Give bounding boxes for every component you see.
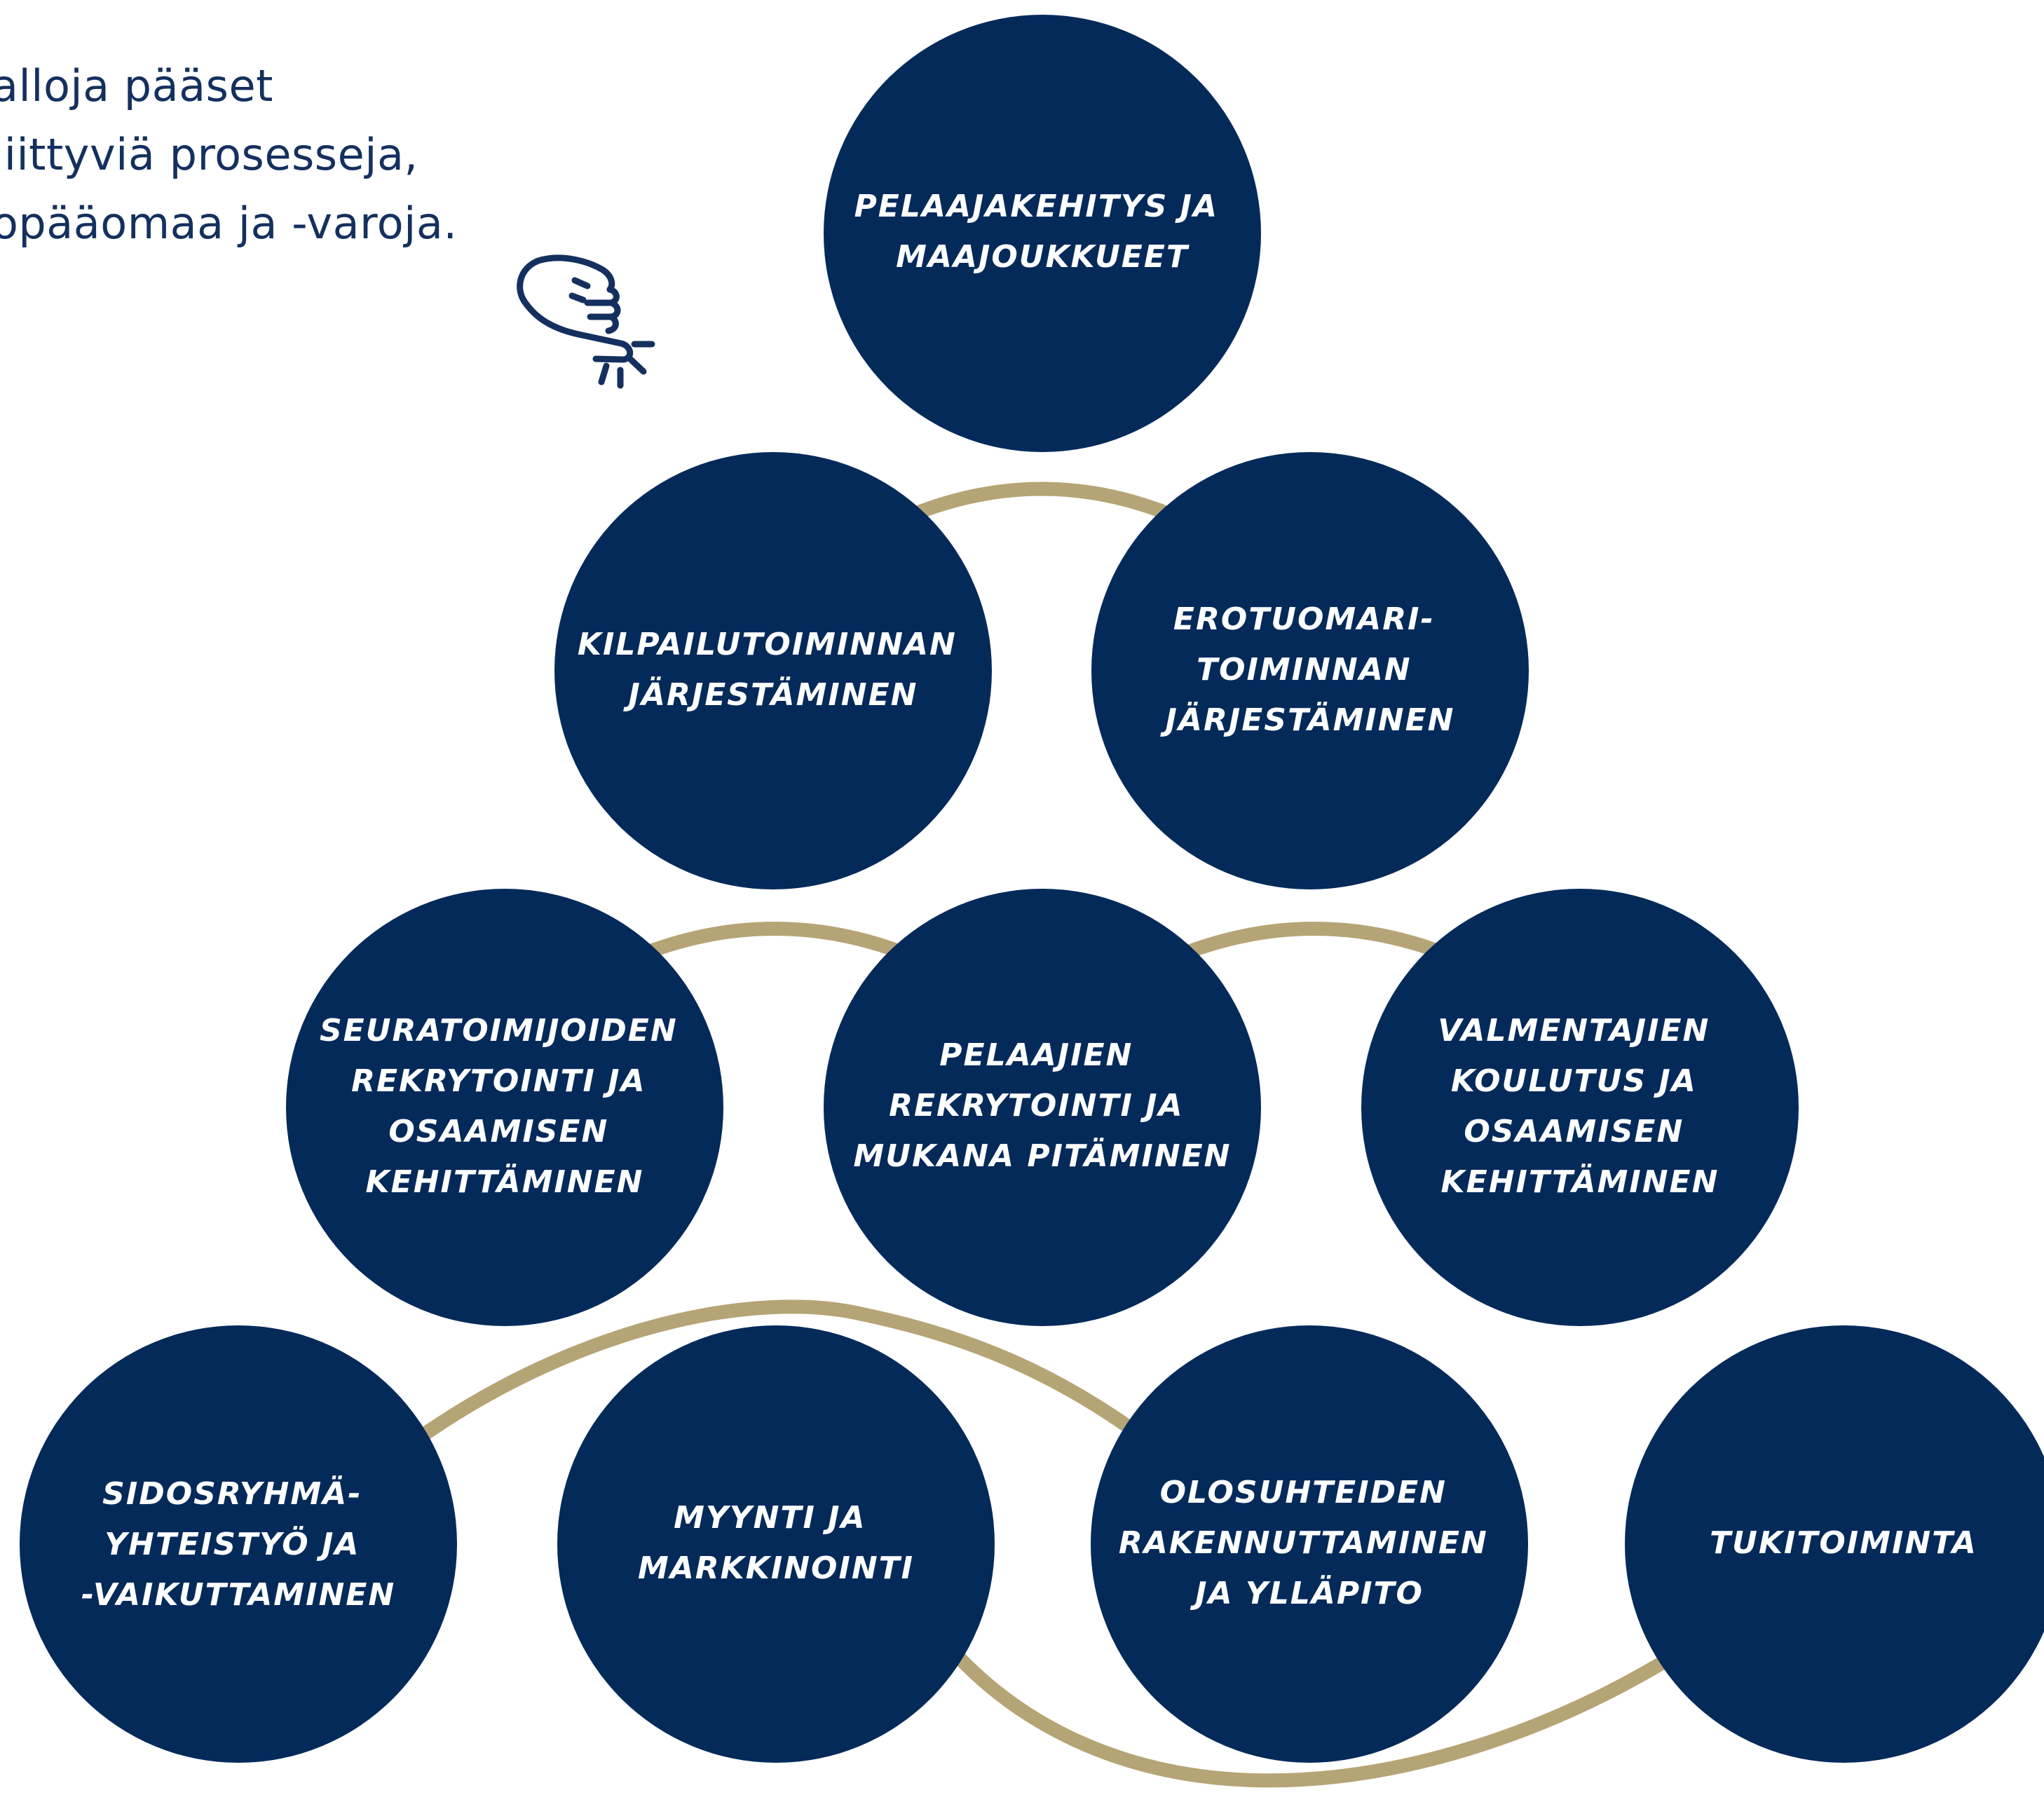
node-label-line: VALMENTAJIEN xyxy=(1438,1013,1710,1049)
node-label-line: MAAJOUKKUEET xyxy=(896,239,1190,275)
node-sidosryhma[interactable]: SIDOSRYHMÄ- YHTEISTYÖ JA -VAIKUTTAMINEN xyxy=(20,1325,457,1763)
node-circle xyxy=(1625,1325,2044,1763)
node-label-line: MUKANA PITÄMINEN xyxy=(854,1137,1232,1174)
node-label-line: OSAAMISEN xyxy=(388,1114,608,1149)
node-label-line: PELAAJAKEHITYS JA xyxy=(854,189,1219,224)
node-label-line: JÄRJESTÄMINEN xyxy=(1160,701,1455,738)
node-label-line: JÄRJESTÄMINEN xyxy=(623,676,918,713)
node-tukitoiminta[interactable]: TUKITOIMINTA xyxy=(1625,1325,2044,1763)
node-label-line: KEHITTÄMINEN xyxy=(1441,1163,1719,1200)
node-label-line: PELAAJIEN xyxy=(939,1037,1133,1073)
intro-line: alloja pääset xyxy=(0,60,273,111)
node-valmentajat[interactable]: VALMENTAJIEN KOULUTUS JA OSAAMISEN KEHIT… xyxy=(1361,889,1799,1326)
node-circle xyxy=(824,15,1261,452)
connector-myynti-tukitoiminta xyxy=(939,1637,1689,1788)
process-nodes: PELAAJAKEHITYS JA MAAJOUKKUEET KILPAILUT… xyxy=(20,15,2044,1763)
node-kilpailutoiminta[interactable]: KILPAILUTOIMINNAN JÄRJESTÄMINEN xyxy=(554,452,992,889)
node-label-line: KOULUTUS JA xyxy=(1451,1063,1697,1099)
intro-text: alloja pääset liittyviä prosesseja, opää… xyxy=(0,57,482,264)
connector-sidosryhma-olosuhteet xyxy=(414,1299,1150,1444)
node-label-line: SEURATOIMIJOIDEN xyxy=(320,1013,678,1049)
node-label: PELAAJIEN REKRYTOINTI JA MUKANA PITÄMINE… xyxy=(854,1037,1232,1174)
intro-line: opääomaa ja -varoja. xyxy=(0,198,458,249)
node-label-line: MARKKINOINTI xyxy=(638,1550,914,1586)
node-label: TUKITOIMINTA xyxy=(1710,1525,1977,1561)
node-label: KILPAILUTOIMINNAN JÄRJESTÄMINEN xyxy=(578,627,969,713)
node-label: SIDOSRYHMÄ- YHTEISTYÖ JA -VAIKUTTAMINEN xyxy=(81,1475,395,1613)
node-label-line: -VAIKUTTAMINEN xyxy=(81,1577,395,1613)
pointing-hand-icon xyxy=(517,254,655,389)
node-label-line: OSAAMISEN xyxy=(1464,1114,1684,1149)
connector-kilpailu-erotuomari xyxy=(904,482,1179,522)
node-circle xyxy=(554,452,992,889)
node-circle xyxy=(824,889,1261,1326)
node-pelaajakehitys[interactable]: PELAAJAKEHITYS JA MAAJOUKKUEET xyxy=(824,15,1261,452)
node-label: MYYNTI JA MARKKINOINTI xyxy=(638,1500,914,1586)
node-label: SEURATOIMIJOIDEN REKRYTOINTI JA OSAAMISE… xyxy=(320,1013,690,1200)
node-label-line: TOIMINNAN xyxy=(1197,652,1411,688)
node-label: EROTUOMARI- TOIMINNAN JÄRJESTÄMINEN xyxy=(1160,601,1455,738)
node-circle xyxy=(1361,889,1799,1326)
node-label-line: RAKENNUTTAMINEN xyxy=(1119,1525,1488,1561)
node-circle xyxy=(557,1325,995,1763)
node-label: PELAAJAKEHITYS JA MAAJOUKKUEET xyxy=(854,189,1231,275)
node-label-line: SIDOSRYHMÄ- xyxy=(102,1475,362,1512)
node-label-line: OLOSUHTEIDEN xyxy=(1160,1475,1447,1510)
node-label-line: YHTEISTYÖ JA xyxy=(104,1525,360,1562)
connector-seura-pelaajat xyxy=(638,922,911,960)
node-circle xyxy=(1091,452,1529,889)
node-erotuomari[interactable]: EROTUOMARI- TOIMINNAN JÄRJESTÄMINEN xyxy=(1091,452,1529,889)
node-circle xyxy=(20,1325,457,1763)
node-label-line: KILPAILUTOIMINNAN xyxy=(578,627,957,662)
node-label-line: TUKITOIMINTA xyxy=(1710,1525,1977,1561)
node-circle xyxy=(286,889,723,1326)
node-myynti[interactable]: MYYNTI JA MARKKINOINTI xyxy=(557,1325,995,1763)
node-label: OLOSUHTEIDEN RAKENNUTTAMINEN JA YLLÄPITO xyxy=(1119,1475,1500,1611)
node-seuratoimijat[interactable]: SEURATOIMIJOIDEN REKRYTOINTI JA OSAAMISE… xyxy=(286,889,723,1326)
node-label-line: MYYNTI JA xyxy=(674,1500,866,1536)
node-pelaajat[interactable]: PELAAJIEN REKRYTOINTI JA MUKANA PITÄMINE… xyxy=(824,889,1261,1326)
node-olosuhteet[interactable]: OLOSUHTEIDEN RAKENNUTTAMINEN JA YLLÄPITO xyxy=(1091,1325,1528,1763)
node-label: VALMENTAJIEN KOULUTUS JA OSAAMISEN KEHIT… xyxy=(1438,1013,1722,1200)
node-label-line: KEHITTÄMINEN xyxy=(366,1163,644,1200)
node-label-line: REKRYTOINTI JA xyxy=(889,1088,1183,1124)
node-label-line: EROTUOMARI- xyxy=(1173,601,1435,637)
node-label-line: REKRYTOINTI JA xyxy=(351,1063,646,1099)
node-circle xyxy=(1091,1325,1528,1763)
node-label-line: JA YLLÄPITO xyxy=(1190,1574,1424,1611)
connector-pelaajat-valmentajat xyxy=(1178,922,1451,960)
connector-lines xyxy=(414,482,1689,1788)
intro-line: liittyviä prosesseja, xyxy=(0,129,418,180)
